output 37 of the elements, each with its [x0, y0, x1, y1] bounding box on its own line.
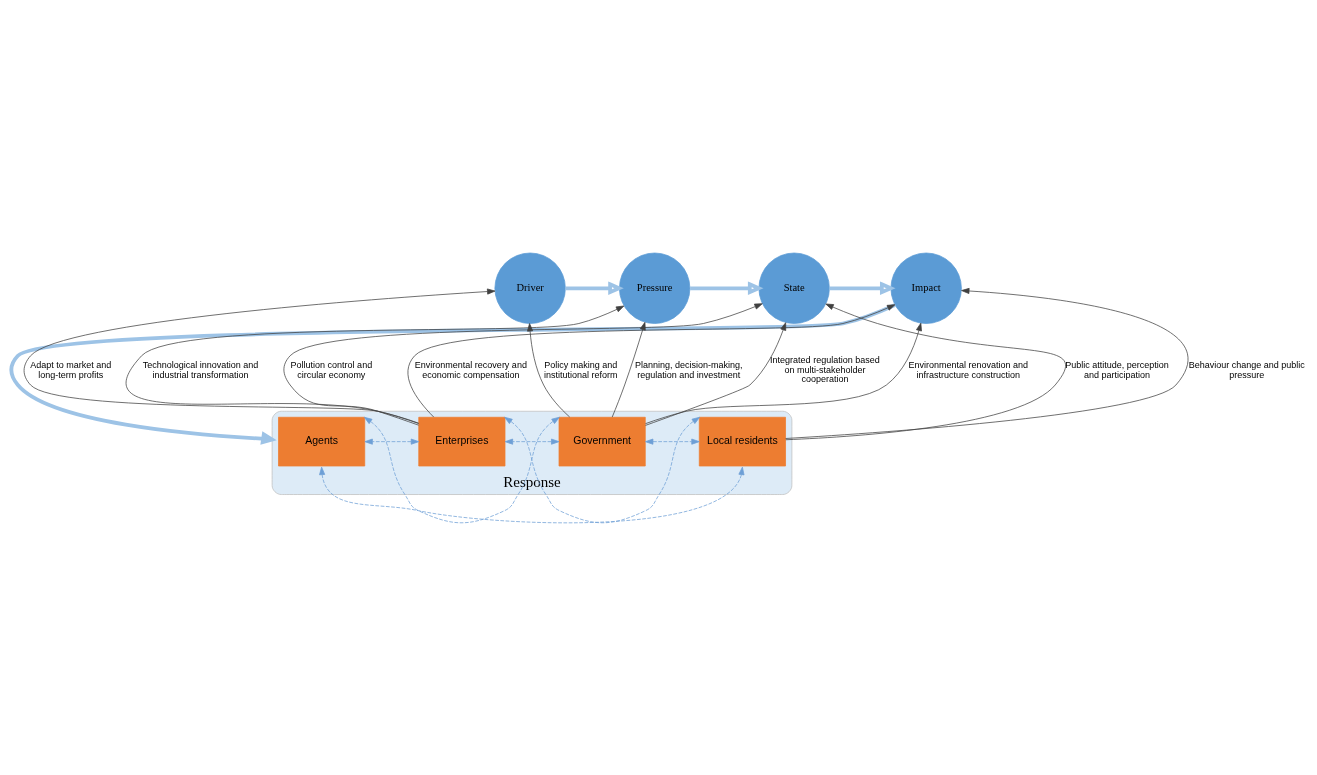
node-circle: State — [758, 252, 830, 324]
arrow — [645, 438, 700, 445]
node-circle: Driver — [494, 252, 566, 324]
arrow — [125, 305, 625, 424]
arrow — [829, 280, 896, 295]
edge-label: Planning, decision-making, regulation and investment — [634, 359, 743, 380]
node-circle: Pressure — [619, 252, 691, 324]
arrow — [690, 280, 764, 295]
edge-label: Policy making and institutional reform — [544, 359, 618, 380]
edge-label: Public attitude, perception and participation — [1065, 359, 1169, 380]
node-box: Enterprises — [418, 416, 506, 466]
node-circle: Impact — [890, 252, 962, 324]
arrow — [319, 466, 745, 523]
arrow — [504, 416, 701, 523]
edge-label: Integrated regulation based on multi-stakeholder cooperation — [770, 354, 880, 384]
arrow — [645, 321, 787, 426]
arrow — [364, 416, 560, 523]
edge-label: Environmental renovation and infrastructure construction — [908, 359, 1028, 380]
arrow — [785, 303, 1066, 440]
arrow — [23, 288, 496, 424]
arrow — [611, 321, 646, 417]
edge-label: Environmental recovery and economic compensation — [414, 359, 527, 380]
arrow — [565, 280, 624, 295]
node-box: Agents — [278, 416, 366, 466]
arrow — [504, 438, 560, 445]
edge-label: Technological innovation and industrial transformation — [142, 359, 259, 380]
edge-label: Adapt to market and long-term profits — [30, 359, 112, 380]
arrow — [283, 302, 763, 426]
edge-label: Behaviour change and public pressure — [1188, 359, 1305, 380]
node-box: Government — [558, 416, 646, 466]
arrow — [10, 302, 896, 445]
arrow — [364, 438, 420, 445]
node-box: Local residents — [698, 416, 786, 466]
arrow — [785, 287, 1188, 439]
arrow — [645, 322, 922, 424]
edge-label: Pollution control and circular economy — [290, 359, 373, 380]
arrow — [407, 303, 896, 417]
